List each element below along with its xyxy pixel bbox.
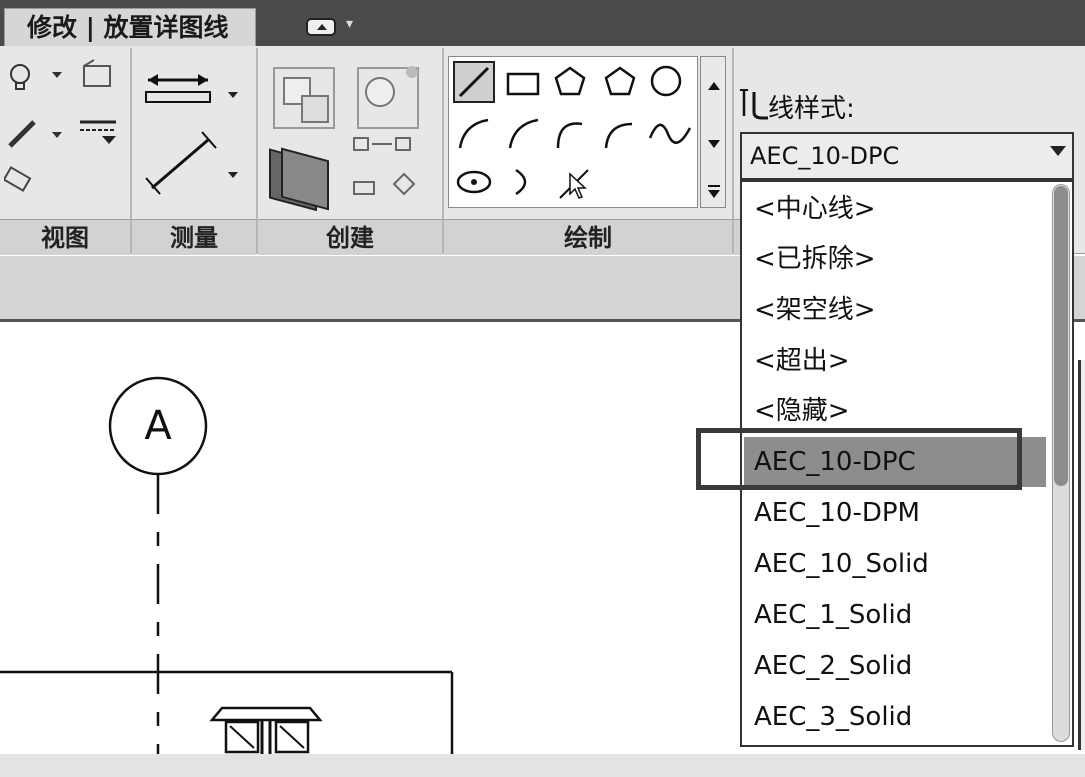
draw-tools [453, 61, 692, 199]
paint-brush-icon[interactable] [8, 120, 62, 148]
gallery-scroll-controls [708, 82, 720, 198]
option-aec-10-dpc[interactable]: AEC_10-DPC [754, 447, 916, 477]
grid-bubble[interactable] [108, 376, 212, 480]
view-tools-group [4, 59, 116, 192]
option-overhead[interactable]: <架空线> [754, 295, 876, 325]
grid-bubble-label: A [144, 403, 172, 449]
panel-divider [732, 48, 734, 254]
spline-icon[interactable] [648, 123, 692, 144]
option-aec-3-solid[interactable]: AEC_3_Solid [754, 702, 913, 732]
chevron-up-icon[interactable] [708, 82, 720, 90]
ellipse-icon[interactable] [456, 170, 492, 194]
panel-title-view: 视图 [0, 219, 130, 255]
option-hidden[interactable]: <隐藏> [754, 396, 850, 426]
panel-divider [130, 48, 132, 254]
option-centerline[interactable]: <中心线> [754, 194, 876, 224]
rectangle-tool-icon[interactable] [506, 72, 540, 96]
circumscribed-polygon-icon[interactable] [604, 66, 636, 96]
panel-toggle-button[interactable] [306, 18, 336, 36]
line-tool-icon[interactable] [453, 61, 495, 103]
measure-between-refs-icon[interactable] [145, 74, 238, 103]
panel-divider [256, 48, 258, 254]
tab-modify-place-detail-lines[interactable]: 修改 | 放置详图线 [4, 8, 256, 46]
start-end-arc-icon[interactable] [458, 118, 489, 149]
side-panel-edge [1078, 360, 1085, 750]
line-style-dropdown[interactable]: AEC_10-DPC [740, 132, 1074, 180]
inscribed-polygon-icon[interactable] [554, 66, 586, 96]
panel-title-line-style [734, 219, 740, 255]
drawing-content [0, 474, 454, 754]
center-ends-arc-icon[interactable] [508, 118, 539, 149]
panel-title-measure: 测量 [132, 219, 256, 255]
option-aec-2-solid[interactable]: AEC_2_Solid [754, 651, 913, 681]
pick-lines-icon[interactable] [559, 169, 589, 199]
line-style-label: 线样式: [768, 94, 855, 124]
fillet-arc-icon[interactable] [604, 122, 633, 149]
chevron-down-icon[interactable] [708, 140, 720, 148]
partial-ellipse-icon[interactable] [515, 168, 527, 196]
measure-tools-group [145, 74, 238, 195]
lightbulb-icon[interactable] [10, 64, 62, 90]
option-demolished[interactable]: <已拆除> [754, 244, 876, 274]
detail-group-icon[interactable] [357, 66, 419, 129]
chevron-down-icon[interactable]: ▾ [346, 16, 354, 32]
wall-outline [0, 670, 454, 754]
create-tools-group [269, 66, 419, 211]
circle-tool-icon[interactable] [650, 65, 682, 97]
region-icon[interactable] [353, 137, 416, 196]
panel-divider [442, 48, 444, 254]
gallery-expand-icon[interactable] [708, 185, 720, 198]
detail-component-icon [209, 706, 323, 754]
option-beyond[interactable]: <超出> [754, 346, 850, 376]
section-box-icon[interactable] [4, 166, 32, 192]
tangent-arc-icon[interactable] [556, 122, 583, 149]
option-aec-10-solid[interactable]: AEC_10_Solid [754, 549, 929, 579]
selection-highlight-frame [696, 428, 1022, 490]
component-icon[interactable] [273, 67, 335, 129]
line-style-icon [740, 89, 768, 120]
panel-title-draw: 绘制 [444, 219, 732, 255]
linework-icon[interactable] [80, 120, 116, 144]
options-scrollbar-thumb[interactable] [1054, 186, 1068, 486]
option-aec-10-dpm[interactable]: AEC_10-DPM [754, 498, 920, 528]
aligned-dimension-icon[interactable] [145, 131, 238, 195]
option-aec-1-solid[interactable]: AEC_1_Solid [754, 600, 913, 630]
status-strip [0, 754, 1085, 777]
chevron-down-icon[interactable] [1050, 146, 1066, 156]
draw-gallery-scrollbar[interactable] [700, 56, 726, 208]
3d-view-icon[interactable] [83, 59, 111, 87]
selected-option-background [744, 437, 1046, 487]
insulation-icon[interactable] [269, 147, 329, 211]
panel-title-create: 创建 [258, 219, 442, 255]
